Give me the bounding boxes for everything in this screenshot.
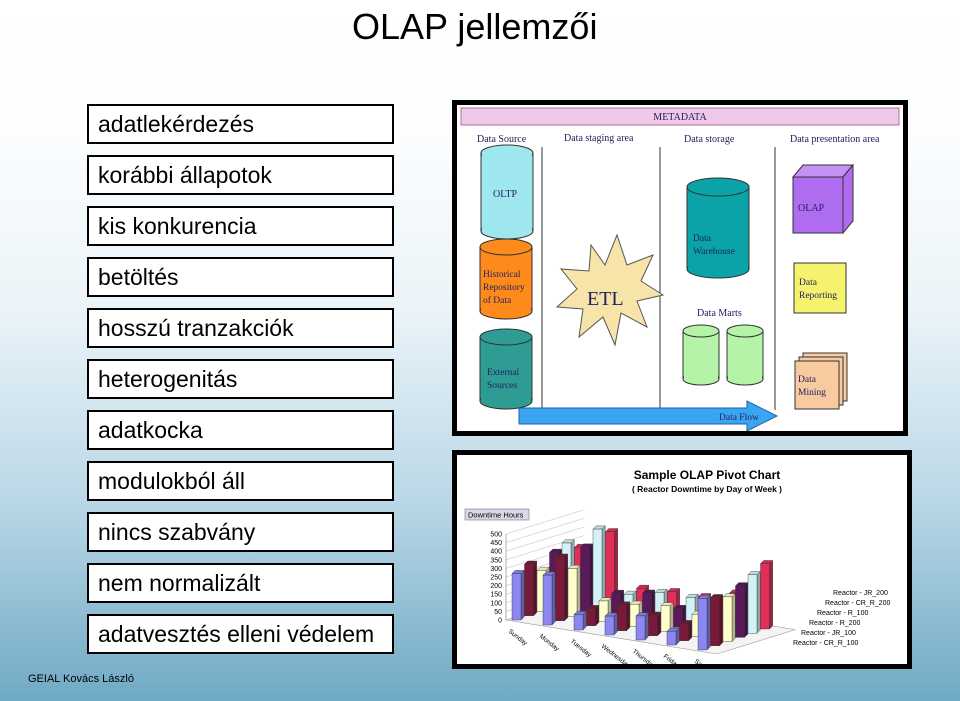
historical-label: Repository	[483, 283, 525, 293]
feature-item: nem normalizált	[87, 563, 394, 603]
chart-bar	[660, 602, 674, 633]
olap-cube: OLAP	[791, 163, 855, 235]
y-tick-label: 150	[490, 592, 502, 599]
feature-item: nincs szabvány	[87, 512, 394, 552]
external-label: Sources	[487, 381, 517, 391]
feature-item: adatlekérdezés	[87, 104, 394, 144]
column-header: Data staging area	[564, 133, 634, 144]
chart-bar	[735, 582, 749, 638]
footer-author: GEIAL Kovács László	[28, 673, 134, 685]
series-label: Reactor - JR_200	[833, 590, 888, 597]
y-tick-label: 250	[490, 575, 502, 582]
feature-item: hosszú tranzakciók	[87, 308, 394, 348]
data-flow-arrow: Data Flow	[518, 400, 779, 431]
y-tick-label: 400	[490, 549, 502, 556]
oltp-cylinder: OLTP	[480, 144, 534, 240]
feature-list: adatlekérdezés korábbi állapotok kis konku…	[87, 104, 394, 665]
chart-subtitle: ( Reactor Downtime by Day of Week )	[632, 484, 782, 494]
chart-bar	[604, 612, 618, 636]
chart-bar	[586, 604, 600, 627]
chart-bar	[567, 564, 581, 618]
column-header: Data storage	[684, 134, 735, 145]
architecture-diagram: METADATA Data Source Data staging area D…	[452, 100, 908, 436]
chart-bar	[710, 593, 724, 647]
external-label: External	[487, 368, 520, 378]
historical-repository-cylinder: Historical Repository of Data	[479, 238, 533, 320]
series-label: Reactor - JR_100	[801, 630, 856, 637]
external-sources-cylinder: External Sources	[479, 328, 533, 410]
historical-label: Historical	[483, 270, 521, 280]
chart-bar	[697, 594, 711, 651]
slide-title: OLAP jellemzői	[352, 6, 598, 47]
chart-bar	[722, 593, 736, 643]
y-tick-label: 100	[490, 600, 502, 607]
data-marts-label: Data Marts	[697, 308, 742, 319]
feature-item: adatvesztés elleni védelem	[87, 614, 394, 654]
chart-bar	[760, 559, 774, 630]
chart-bar	[555, 553, 569, 622]
chart-bar	[580, 543, 594, 613]
column-header: Data Source	[477, 134, 527, 145]
chart-bar	[679, 619, 693, 642]
series-label: Reactor - CR_R_200	[825, 600, 890, 607]
historical-label: of Data	[483, 295, 512, 306]
pivot-chart-svg: Sample OLAP Pivot Chart ( Reactor Downti…	[457, 455, 907, 664]
mining-label: Mining	[798, 388, 826, 398]
chart-bar	[635, 612, 649, 641]
chart-bar	[648, 611, 662, 637]
olap-label: OLAP	[798, 203, 825, 214]
architecture-svg: METADATA Data Source Data staging area D…	[457, 105, 903, 431]
reporting-label: Data	[799, 278, 818, 288]
series-label: Reactor - R_200	[809, 620, 860, 627]
reporting-label: Reporting	[799, 291, 837, 301]
ylabel-box	[464, 508, 530, 521]
chart-bar	[511, 569, 525, 621]
olap-pivot-chart: Sample OLAP Pivot Chart ( Reactor Downti…	[452, 450, 912, 669]
feature-item: korábbi állapotok	[87, 155, 394, 195]
y-tick-label: 200	[490, 583, 502, 590]
y-tick-label: 350	[490, 557, 502, 564]
chart-bar	[524, 560, 538, 617]
warehouse-label: Warehouse	[693, 247, 735, 257]
column-header: Data presentation area	[790, 134, 880, 145]
y-tick-label: 500	[490, 532, 502, 539]
y-tick-label: 50	[494, 609, 502, 616]
etl-burst: ETL	[555, 233, 665, 347]
y-tick-label: 300	[490, 566, 502, 573]
chart-bar	[747, 571, 761, 634]
feature-item: betöltés	[87, 257, 394, 297]
warehouse-label: Data	[693, 234, 712, 244]
data-mart-cylinder	[726, 324, 764, 386]
mining-label: Data	[798, 375, 817, 385]
etl-label: ETL	[587, 288, 624, 310]
chart-bar	[617, 601, 631, 632]
data-mart-cylinder	[682, 324, 720, 386]
oltp-label: OLTP	[493, 189, 518, 200]
data-mining-stack: Data Mining	[794, 352, 848, 410]
feature-item: heterogenitás	[87, 359, 394, 399]
y-tick-label: 450	[490, 540, 502, 547]
data-reporting-box: Data Reporting	[793, 262, 847, 314]
chart-bar	[573, 610, 587, 631]
feature-item: adatkocka	[87, 410, 394, 450]
metadata-bar	[460, 107, 900, 126]
data-warehouse-cylinder: Data Warehouse	[686, 177, 750, 279]
chart-bar	[666, 627, 680, 646]
feature-item: modulokból áll	[87, 461, 394, 501]
y-axis-label: Downtime Hours	[468, 511, 524, 520]
series-label: Reactor - R_100	[817, 610, 868, 617]
feature-item: kis konkurencia	[87, 206, 394, 246]
y-tick-label: 0	[498, 618, 502, 625]
x-tick-label: Friday	[662, 653, 681, 664]
data-flow-label: Data Flow	[719, 413, 759, 423]
chart-title: Sample OLAP Pivot Chart	[634, 468, 780, 482]
series-label: Reactor - CR_R_100	[793, 640, 858, 647]
chart-bar	[592, 525, 606, 609]
chart-bar	[542, 571, 556, 626]
metadata-label: METADATA	[653, 112, 707, 123]
